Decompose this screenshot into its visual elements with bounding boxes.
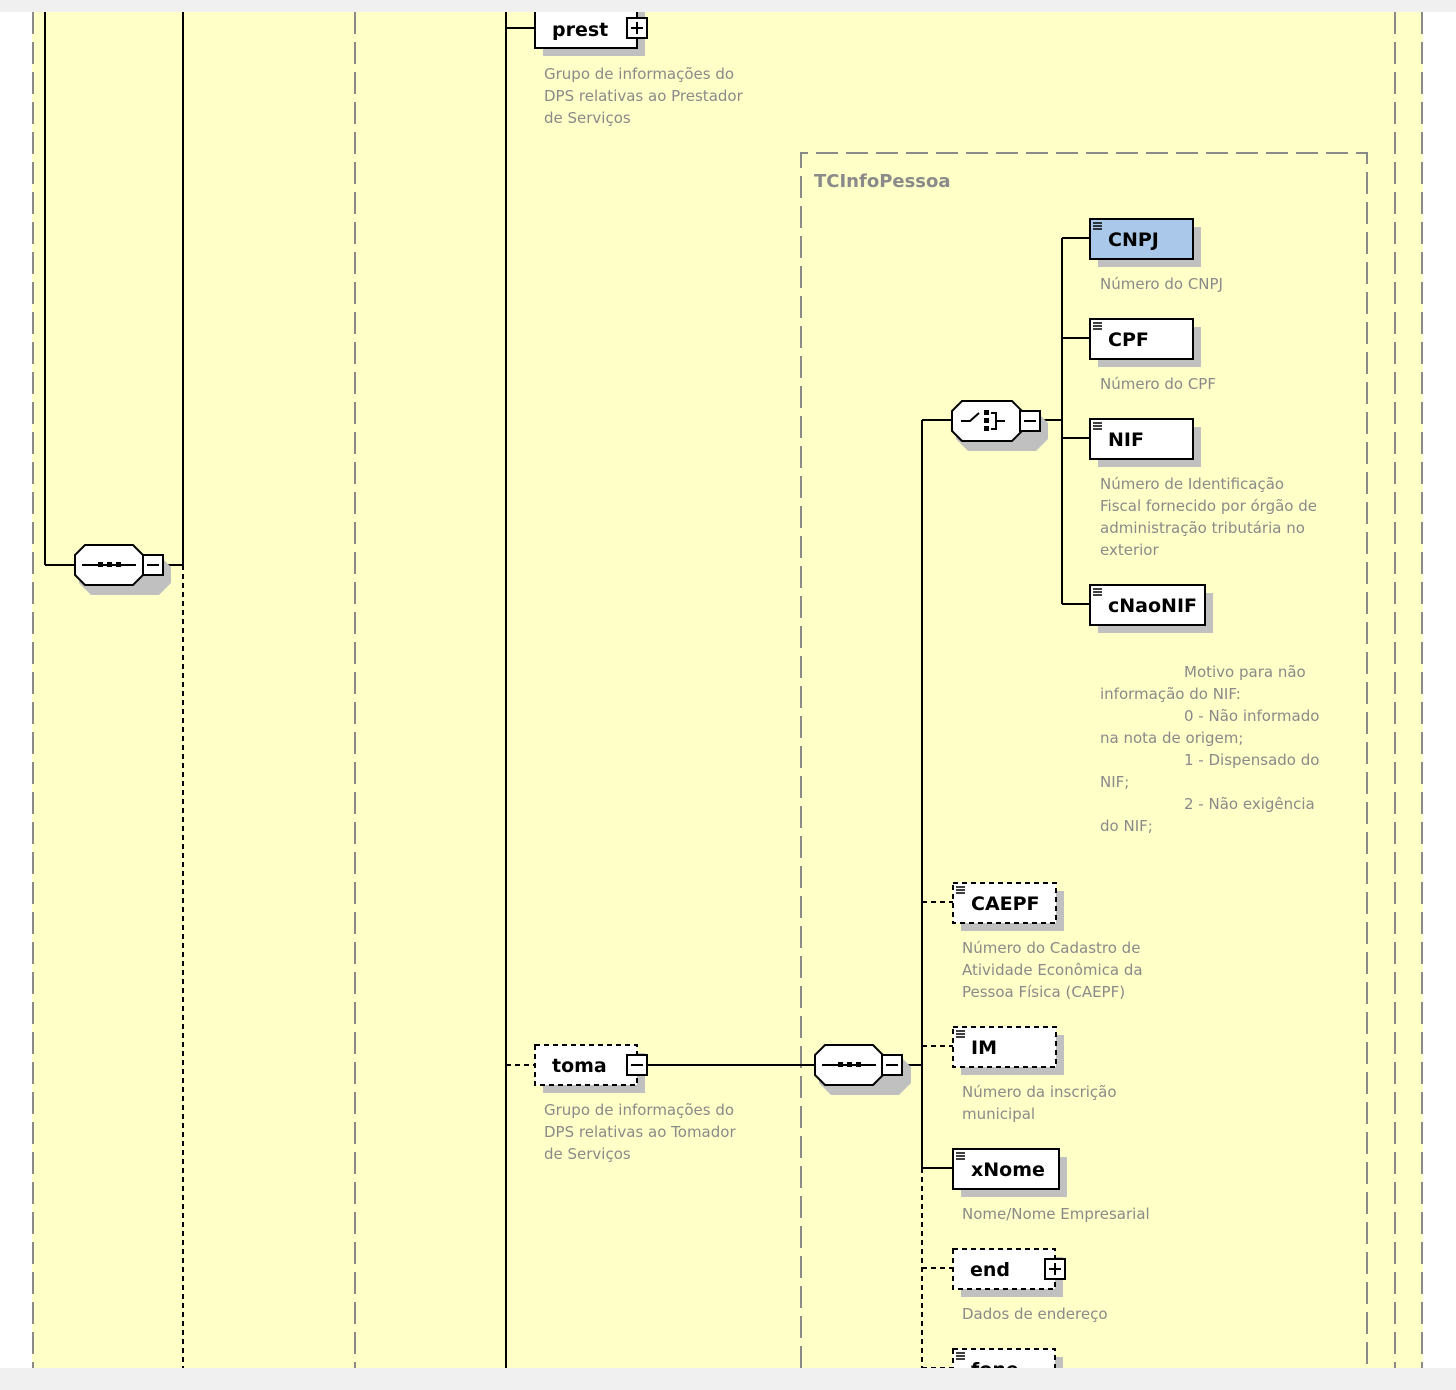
element-name: CAEPF (971, 893, 1040, 915)
element-end[interactable]: end (952, 1248, 1066, 1297)
element-name: toma (552, 1055, 607, 1077)
choice-icon (961, 412, 1005, 430)
element-cpf[interactable]: CPF (1089, 318, 1201, 367)
end-description: Dados de endereço (962, 1305, 1108, 1323)
simple-content-icon (1093, 588, 1102, 596)
element-name: NIF (1108, 429, 1144, 451)
xnome-description: Nome/Nome Empresarial (962, 1205, 1150, 1223)
element-nif[interactable]: NIF (1089, 418, 1201, 467)
sequence-compositor-toma[interactable] (814, 1044, 911, 1095)
element-name: xNome (971, 1159, 1045, 1181)
element-cnpj[interactable]: CNPJ (1089, 218, 1201, 267)
element-cnaonif[interactable]: cNaoNIF (1089, 584, 1213, 633)
simple-content-icon (1093, 322, 1102, 330)
choice-compositor[interactable] (951, 400, 1048, 451)
cnpj-description: Número do CNPJ (1100, 275, 1223, 293)
cpf-description: Número do CPF (1100, 375, 1216, 393)
simple-content-icon (956, 1152, 965, 1160)
element-prest[interactable]: prest (534, 4, 648, 56)
element-xnome[interactable]: xNome (952, 1148, 1067, 1197)
tcinfopessoa-frame (800, 152, 1368, 1368)
type-name-tcinfopessoa: TCInfoPessoa (814, 171, 951, 192)
element-name: CNPJ (1108, 229, 1159, 251)
simple-content-icon (1093, 222, 1102, 230)
element-name: CPF (1108, 329, 1149, 351)
prest-description: Grupo de informações do DPS relativas ao… (544, 65, 748, 127)
element-toma[interactable]: toma (534, 1044, 648, 1093)
sequence-icon (822, 1062, 876, 1067)
optional-connectors (182, 565, 953, 1368)
element-fono[interactable]: fone (952, 1348, 1063, 1390)
simple-content-icon (956, 886, 965, 894)
element-name: cNaoNIF (1108, 595, 1197, 617)
nif-description: Número de Identificação Fiscal fornecido… (1100, 475, 1322, 559)
sequence-compositor-left[interactable] (74, 544, 171, 595)
element-caepf[interactable]: CAEPF (952, 882, 1064, 931)
connectors (44, 12, 1090, 1368)
simple-content-icon (956, 1030, 965, 1038)
type-frames (32, 12, 1423, 1368)
caepf-description: Número do Cadastro de Atividade Econômic… (962, 939, 1147, 1001)
cnaonif-description: Motivo para não informação do NIF: 0 - N… (1100, 663, 1324, 835)
element-name: end (970, 1259, 1010, 1281)
element-name: prest (552, 19, 608, 41)
element-im[interactable]: IM (952, 1026, 1064, 1075)
sequence-icon (82, 562, 136, 567)
simple-content-icon (1093, 422, 1102, 430)
element-name: fone (971, 1359, 1019, 1381)
toma-description: Grupo de informações do DPS relativas ao… (544, 1101, 740, 1163)
simple-content-icon (956, 1352, 965, 1360)
im-description: Número da inscrição municipal (962, 1083, 1121, 1123)
element-name: IM (971, 1037, 997, 1059)
